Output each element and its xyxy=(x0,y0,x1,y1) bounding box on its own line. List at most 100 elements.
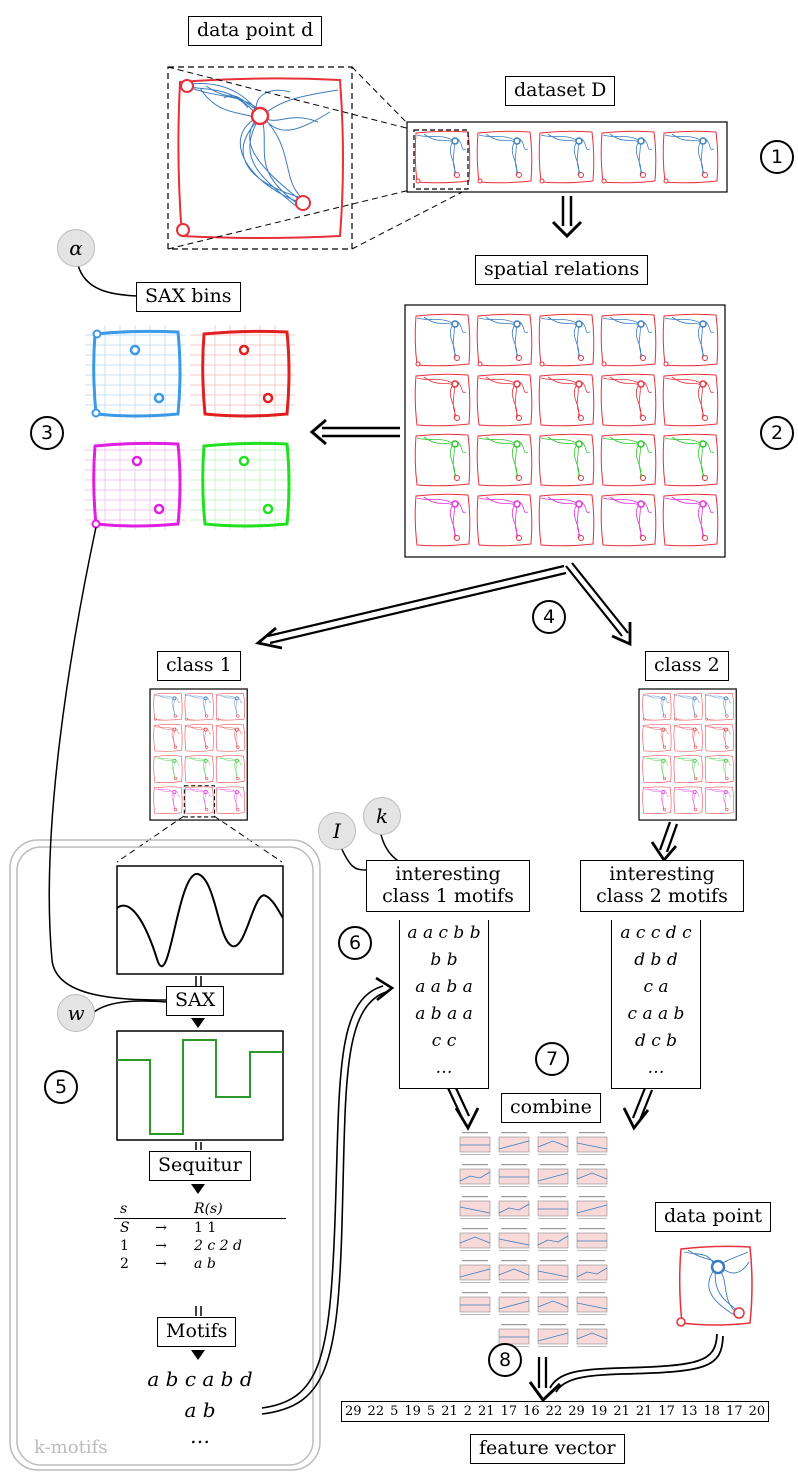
feature-vector-value: 29 xyxy=(568,1404,585,1419)
feature-plot-thumbnail xyxy=(537,1324,569,1347)
interesting-class2-label: interesting class 2 motifs xyxy=(580,860,744,912)
motif-item: a b a a xyxy=(415,1004,473,1024)
feature-plot-thumbnail xyxy=(537,1164,569,1187)
motifs-label: Motifs xyxy=(157,1317,237,1347)
class1-grid xyxy=(149,688,248,821)
feature-plot-thumbnail xyxy=(498,1260,530,1283)
motif-item: c a xyxy=(643,977,669,997)
data-point-label: data point xyxy=(655,1202,772,1232)
grammar-table: s R(s) S→1 1 1→2 c 2 d 2→a b xyxy=(114,1200,286,1273)
motif-item: … xyxy=(435,1058,453,1078)
feature-vector-value: 5 xyxy=(426,1404,436,1419)
feature-plot-thumbnail xyxy=(498,1164,530,1187)
feature-plot-thumbnail xyxy=(576,1228,608,1251)
arrow-sequitur-to-grammar xyxy=(191,1184,205,1194)
arrow-class2-to-interesting2 xyxy=(650,821,679,863)
grammar-header-rs: R(s) xyxy=(188,1200,286,1219)
feature-plot-thumbnail xyxy=(537,1196,569,1219)
feature-vector-value: 29 xyxy=(345,1404,362,1419)
class1-label: class 1 xyxy=(157,651,241,681)
sax-bin-blue xyxy=(85,325,185,420)
class2-label: class 2 xyxy=(645,651,729,681)
step-4-badge: 4 xyxy=(532,600,566,634)
arrow-motifs-to-output xyxy=(191,1350,205,1360)
step-7-badge: 7 xyxy=(535,1042,569,1076)
step-5-badge: 5 xyxy=(44,1070,78,1104)
feature-vector-value: 17 xyxy=(500,1404,518,1419)
motif-output-2: a b xyxy=(184,1398,216,1422)
feature-plot-thumbnail xyxy=(459,1164,491,1187)
I-connector xyxy=(339,844,367,871)
feature-vector-value: 22 xyxy=(367,1404,385,1419)
sax-bin-green xyxy=(190,440,295,530)
feature-plot-thumbnail xyxy=(459,1292,491,1315)
grammar-row: S→1 1 xyxy=(120,1220,217,1236)
motif-item: a c c d c xyxy=(620,923,692,943)
feature-plot-thumbnail xyxy=(576,1324,608,1347)
feature-plot-thumbnail xyxy=(498,1132,530,1155)
dataset-strip xyxy=(406,121,728,193)
feature-plot-thumbnail xyxy=(537,1292,569,1315)
motif-item: d c b xyxy=(634,1031,678,1051)
interesting-class1-label: interesting class 1 motifs xyxy=(366,860,530,912)
feature-vector-value: 13 xyxy=(680,1404,698,1419)
arrow-sax-to-step xyxy=(191,1018,205,1028)
arrow-interesting2-to-combine xyxy=(622,1087,654,1131)
feature-vector-value: 18 xyxy=(703,1404,721,1419)
feature-vector-value: 2 xyxy=(463,1404,473,1419)
sax-step-plot xyxy=(116,1030,284,1141)
k-param: k xyxy=(363,797,401,835)
feature-plot-thumbnail xyxy=(459,1228,491,1251)
class1-motif-list: a a c b b b b a a b a a b a a c c … xyxy=(399,920,489,1089)
step-2-badge: 2 xyxy=(760,416,794,450)
feature-plot-thumbnail xyxy=(498,1228,530,1251)
grammar-header-s: s xyxy=(114,1200,150,1219)
class2-motif-list: a c c d c d b d c a c a a b d c b … xyxy=(611,920,701,1089)
feature-vector-value: 21 xyxy=(635,1404,653,1419)
data-point-arena xyxy=(676,1245,753,1327)
step-8-badge: 8 xyxy=(488,1343,522,1377)
w-connector xyxy=(93,1000,167,1013)
feature-plot-thumbnail xyxy=(459,1132,491,1155)
motif-output-1: a b c a b d xyxy=(147,1367,253,1391)
grammar-row: 2→a b xyxy=(120,1256,216,1272)
sax-label: SAX xyxy=(166,986,225,1016)
feature-vector-value: 17 xyxy=(658,1404,675,1419)
combine-label: combine xyxy=(501,1093,601,1123)
time-series-plot xyxy=(116,865,284,975)
alpha-connector xyxy=(77,264,139,297)
feature-vector-value: 19 xyxy=(590,1404,608,1419)
sax-bin-magenta xyxy=(85,440,185,530)
sax-bin-red xyxy=(190,325,295,420)
arrow-spatial-to-saxbins xyxy=(309,418,400,446)
feature-plot-thumbnail xyxy=(576,1260,608,1283)
feature-vector-value: 17 xyxy=(726,1404,743,1419)
sax-bins-label: SAX bins xyxy=(136,282,241,312)
I-param: I xyxy=(318,812,356,850)
arrow-interesting1-to-combine xyxy=(447,1085,480,1131)
class2-grid xyxy=(638,688,737,821)
arrow-datapoint-to-vector xyxy=(528,1333,724,1403)
motif-item: … xyxy=(647,1058,665,1078)
step-1-badge: 1 xyxy=(760,140,794,174)
motif-item: c c xyxy=(431,1031,457,1051)
motif-item: a a b a xyxy=(415,977,473,997)
motif-item: b b xyxy=(430,950,458,970)
feature-plot-thumbnail xyxy=(576,1196,608,1219)
k-motifs-label: k-motifs xyxy=(34,1437,108,1458)
feature-vector-value: 19 xyxy=(404,1404,421,1419)
spatial-relations-label: spatial relations xyxy=(475,255,649,285)
arrow-combine-to-vector xyxy=(537,1357,548,1388)
arrow-step-to-sequitur xyxy=(195,1142,202,1150)
motif-item: a a c b b xyxy=(407,923,481,943)
feature-plot-thumbnail xyxy=(537,1260,569,1283)
feature-vector-value: 22 xyxy=(545,1404,563,1419)
spatial-relations-grid xyxy=(404,304,726,558)
arrow-motifs-to-interesting1 xyxy=(261,976,395,1415)
sax-bins xyxy=(85,325,295,530)
feature-plot-thumbnail xyxy=(498,1196,530,1219)
arrow-grammar-to-motifs xyxy=(195,1306,202,1316)
feature-plot-thumbnail xyxy=(537,1132,569,1155)
